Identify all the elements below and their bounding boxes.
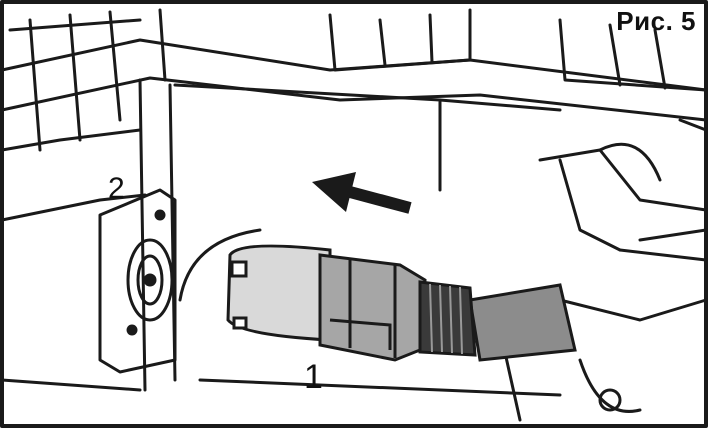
direction-arrow bbox=[312, 172, 412, 214]
callout-number-2: 2 bbox=[108, 172, 125, 205]
left-socket bbox=[98, 188, 177, 374]
cartridge-thread bbox=[418, 280, 477, 357]
housing-chamber bbox=[0, 78, 562, 397]
callout-number-1: 1 bbox=[304, 358, 323, 396]
figure-title: Рис. 5 bbox=[616, 6, 696, 36]
cartridge-nut bbox=[318, 253, 427, 362]
housing-top-grid bbox=[0, 8, 708, 152]
right-bracket bbox=[498, 118, 708, 422]
hose bbox=[468, 283, 577, 362]
filter-cartridge bbox=[226, 244, 477, 362]
